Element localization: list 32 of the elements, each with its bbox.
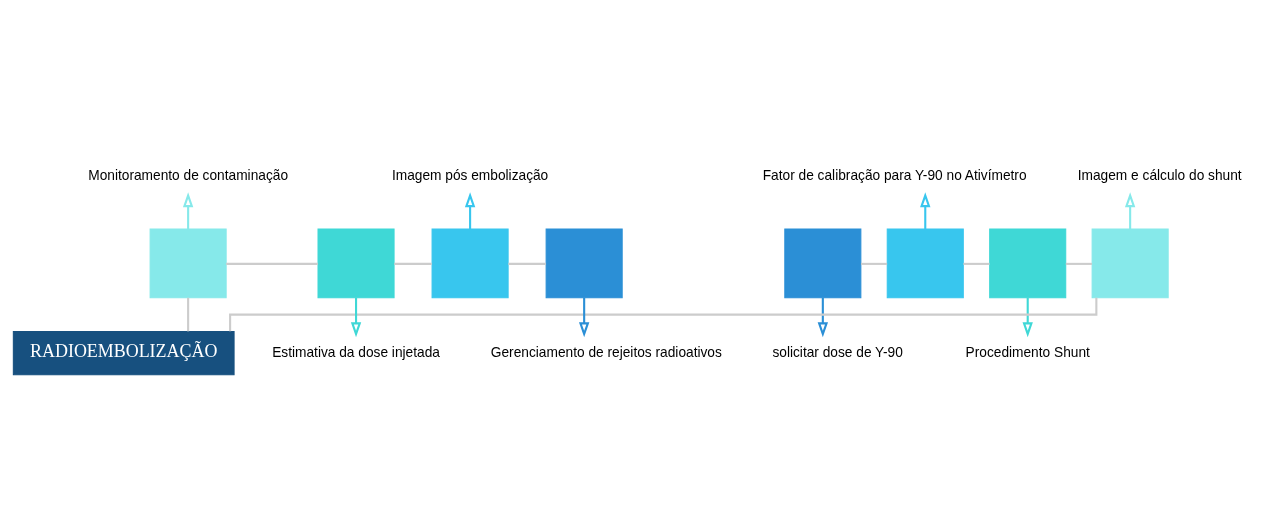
node-text: Procedimento Shunt <box>965 344 1090 360</box>
node-box: RADIOEMBOLIZAÇÃO <box>12 330 235 375</box>
arrow <box>920 191 931 229</box>
connector <box>508 262 546 265</box>
connector <box>226 262 318 265</box>
arrow <box>578 297 590 337</box>
node-box <box>317 228 395 298</box>
node-box <box>886 228 964 298</box>
node-text: Imagem e cálculo do shunt <box>1077 167 1242 183</box>
arrow <box>464 191 476 229</box>
connector <box>187 297 190 331</box>
connector <box>1065 262 1092 265</box>
arrow <box>1022 297 1033 337</box>
node-box <box>149 228 227 298</box>
node-box <box>989 228 1067 298</box>
node-box <box>1091 228 1169 298</box>
node-box <box>431 228 509 298</box>
connector <box>860 262 888 265</box>
arrow <box>817 297 828 337</box>
node-text: Fator de calibração para Y-90 no Ativímetro <box>762 167 1027 183</box>
arrow <box>182 191 194 229</box>
arrow <box>350 297 362 337</box>
node-text: Gerenciamento de rejeitos radioativos <box>490 344 722 360</box>
node-text: Imagem pós embolização <box>391 167 549 183</box>
connector <box>963 262 990 265</box>
node-text: Estimativa da dose injetada <box>272 344 440 360</box>
node-box <box>784 228 862 298</box>
arrow <box>1124 191 1136 229</box>
connector <box>394 262 432 265</box>
node-text: Monitoramento de contaminação <box>88 167 289 183</box>
node-box <box>545 228 623 298</box>
node-text: solicitar dose de Y-90 <box>772 344 903 360</box>
